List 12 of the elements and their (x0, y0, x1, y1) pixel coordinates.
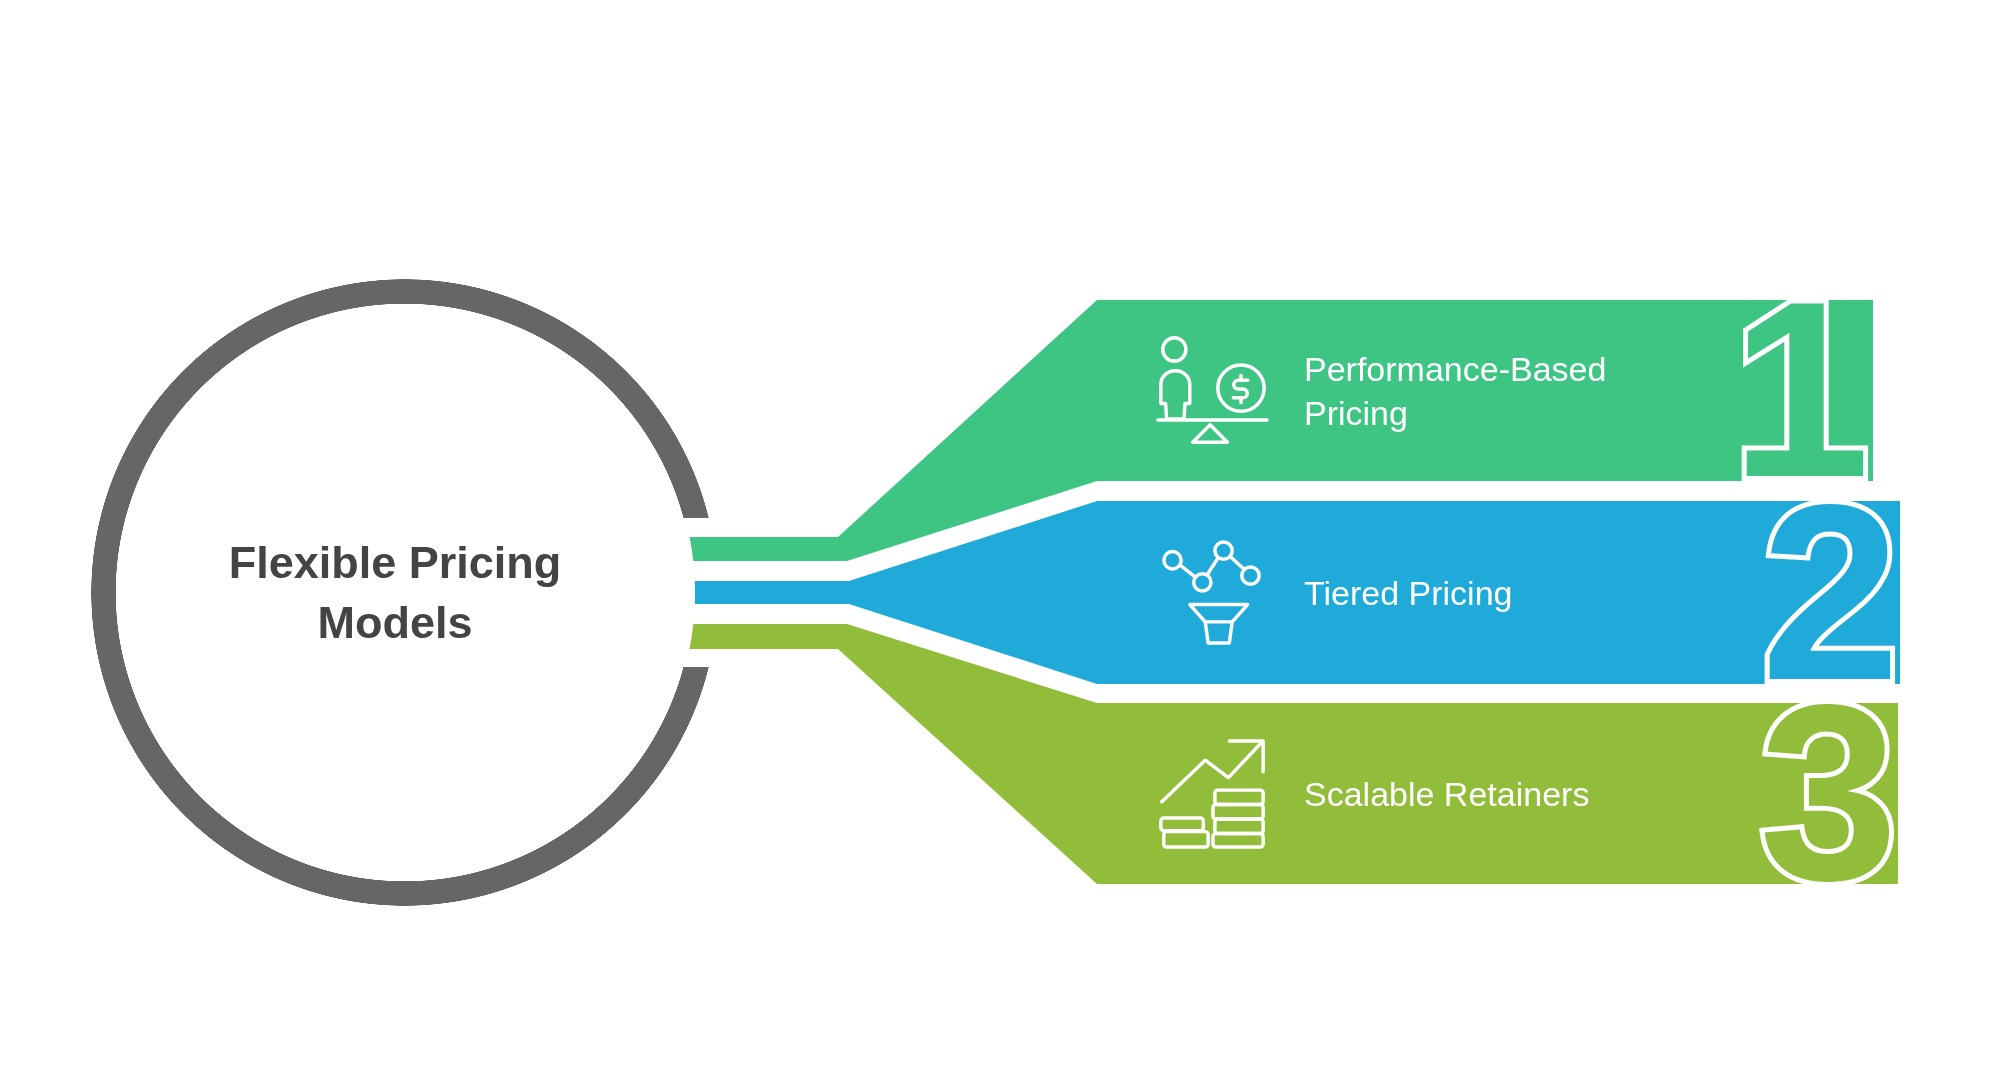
step-banner (1097, 300, 1873, 481)
funnel-connector (689, 300, 1097, 561)
step-title: Scalable Retainers (1304, 773, 1590, 815)
funnel-connector (694, 501, 1097, 684)
funnel-connector (689, 624, 1097, 884)
step-title: Tiered Pricing (1304, 572, 1513, 614)
step-banner (1097, 703, 1898, 884)
hub-title: Flexible Pricing Models (227, 536, 563, 650)
step-banner (1097, 501, 1900, 684)
step-number: 1 (1730, 300, 1870, 480)
step-number: 2 (1760, 503, 1900, 683)
step-title: Performance-Based Pricing (1304, 348, 1608, 434)
